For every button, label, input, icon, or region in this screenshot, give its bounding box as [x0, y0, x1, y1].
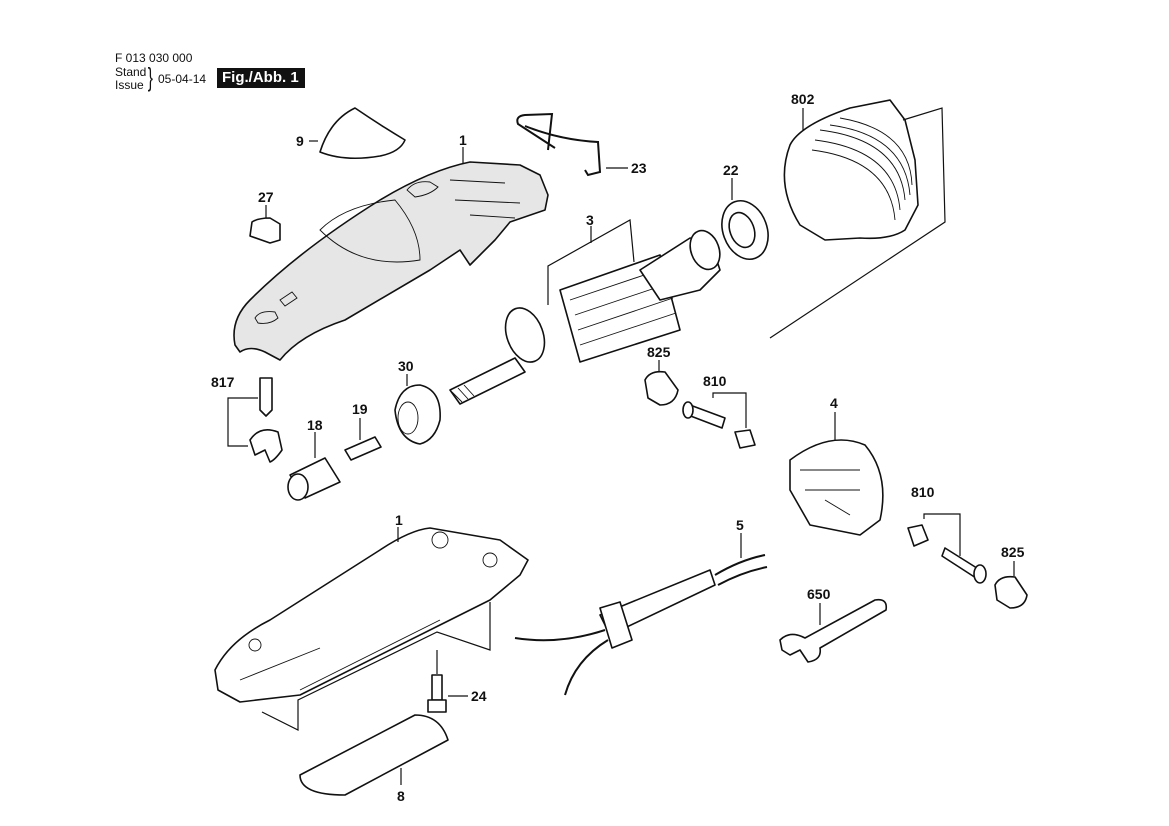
label-650: 650 — [807, 586, 831, 602]
label-5: 5 — [736, 517, 744, 533]
label-1-top: 1 — [459, 132, 467, 148]
label-802: 802 — [791, 91, 815, 107]
part-18-collet-nut[interactable]: 18 — [287, 417, 341, 501]
figure-label: Fig./Abb. 1 — [217, 68, 305, 88]
part-817-spindle-lock[interactable]: 817 — [211, 374, 283, 463]
label-810-upper: 810 — [703, 373, 727, 389]
part-1-housing-bottom[interactable]: 1 — [214, 512, 529, 731]
label-810-lower: 810 — [911, 484, 935, 500]
label-23: 23 — [631, 160, 647, 176]
label-3: 3 — [586, 212, 594, 228]
part-825-brush-cap-lower[interactable]: 825 — [994, 544, 1028, 609]
part-9-cap-insert[interactable]: 9 — [296, 107, 406, 160]
label-22: 22 — [723, 162, 739, 178]
part-3-armature[interactable]: 3 — [449, 212, 725, 405]
label-19: 19 — [352, 401, 368, 417]
issue-label: Issue — [115, 78, 144, 92]
label-1-bottom: 1 — [395, 512, 403, 528]
part-825-brush-cap-upper[interactable]: 825 — [644, 344, 679, 406]
part-19-collet[interactable]: 19 — [344, 401, 382, 461]
part-23-wire-clip[interactable]: 23 — [516, 112, 647, 177]
part-8-nameplate[interactable]: 8 — [299, 714, 449, 804]
label-825-lower: 825 — [1001, 544, 1025, 560]
label-24: 24 — [471, 688, 487, 704]
label-817: 817 — [211, 374, 235, 390]
label-4: 4 — [830, 395, 838, 411]
label-825-upper: 825 — [647, 344, 671, 360]
label-18: 18 — [307, 417, 323, 433]
label-8: 8 — [397, 788, 405, 804]
part-22-bearing-ring[interactable]: 22 — [714, 162, 776, 266]
part-650-wrench[interactable]: 650 — [779, 586, 888, 663]
part-5-power-cord[interactable]: 5 — [514, 517, 768, 696]
document-number: F 013 030 000 — [115, 51, 193, 65]
stand-label: Stand — [115, 65, 147, 79]
label-27: 27 — [258, 189, 274, 205]
brace-symbol: } — [147, 62, 153, 92]
label-9: 9 — [296, 133, 304, 149]
part-4-brush-holder[interactable]: 4 — [789, 395, 884, 536]
part-1-housing-top[interactable]: 1 — [233, 132, 549, 361]
part-802-field-coil[interactable]: 802 — [769, 91, 946, 339]
issue-date: 05-04-14 — [158, 72, 207, 86]
part-810-carbon-brush-upper[interactable]: 810 — [682, 373, 756, 449]
part-810-carbon-brush-lower[interactable]: 810 — [907, 484, 987, 584]
part-27-switch-cap[interactable]: 27 — [249, 189, 281, 244]
part-24-screw[interactable]: 24 — [427, 650, 487, 713]
part-30-nose-cap[interactable]: 30 — [394, 358, 441, 445]
label-30: 30 — [398, 358, 414, 374]
